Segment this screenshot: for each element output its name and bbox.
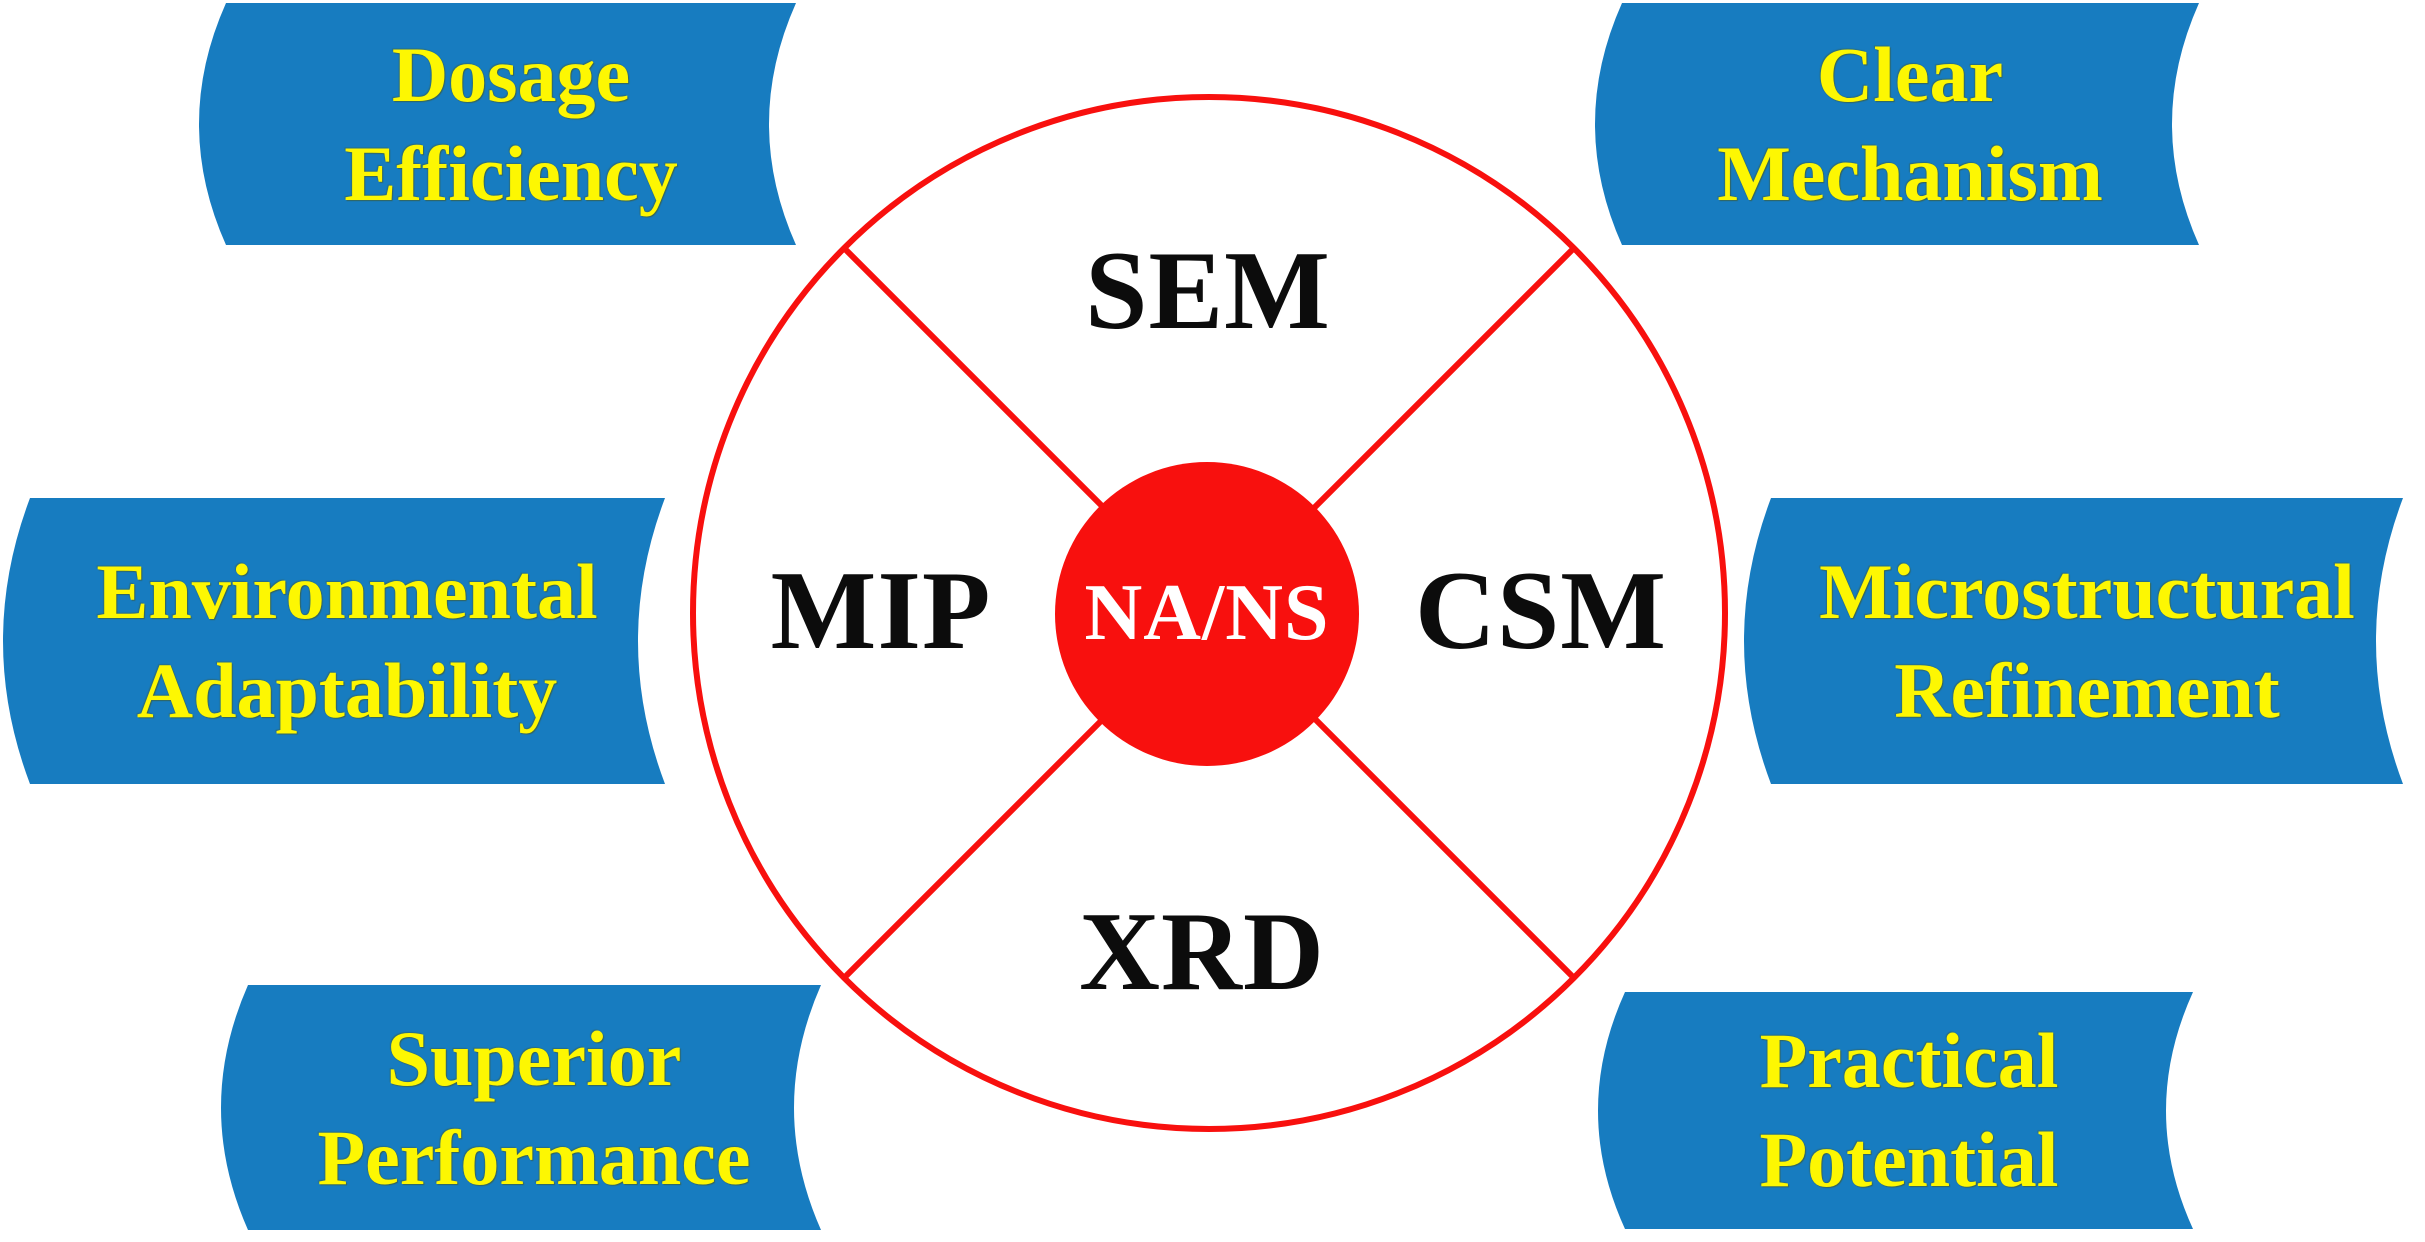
banner-shape-bottom-right bbox=[1598, 992, 2193, 1229]
banner-label-bottom-right: Practical Potential bbox=[1759, 1017, 2059, 1203]
quadrant-label-left: MIP bbox=[770, 549, 992, 673]
banner-label-middle-right: Microstructural Refinement bbox=[1819, 548, 2355, 734]
banner-label-bottom-left: Superior Performance bbox=[317, 1015, 751, 1201]
banner-shape-top-right bbox=[1595, 3, 2199, 245]
banner-shape-top-left bbox=[199, 3, 796, 245]
banner-shape-middle-left bbox=[3, 498, 665, 784]
center-label: NA/NS bbox=[1084, 569, 1330, 657]
banner-shape-bottom-left bbox=[221, 985, 821, 1230]
quadrant-label-bottom: XRD bbox=[1079, 890, 1325, 1014]
banner-label-top-left: Dosage Efficiency bbox=[344, 31, 678, 217]
banner-shape-middle-right bbox=[1744, 498, 2403, 784]
quadrant-label-top: SEM bbox=[1085, 229, 1331, 353]
quadrant-label-right: CSM bbox=[1415, 549, 1667, 673]
banner-label-top-right: Clear Mechanism bbox=[1717, 31, 2103, 217]
banner-label-middle-left: Environmental Adaptability bbox=[96, 548, 598, 734]
center-disk bbox=[1055, 462, 1359, 766]
